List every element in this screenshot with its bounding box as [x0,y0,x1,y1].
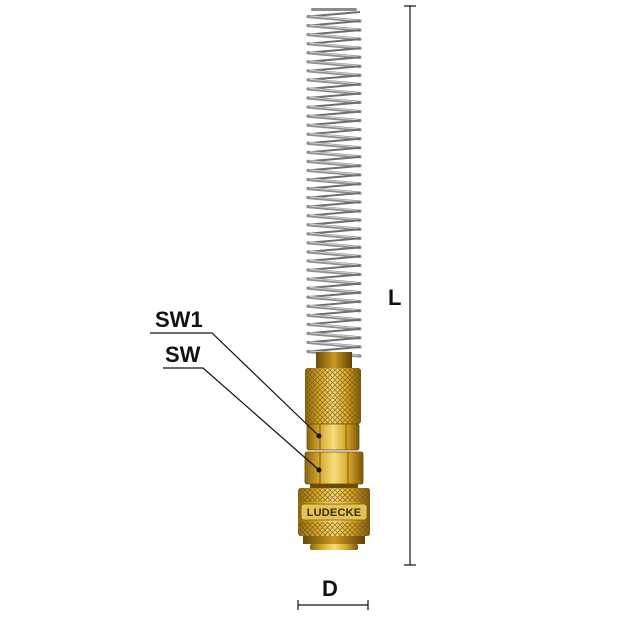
callout-sw1: SW1 [150,307,322,439]
spring-coil-highlight [309,115,359,121]
length-label: L [388,285,401,310]
spring-coil-highlight [309,232,359,239]
spring-coil-highlight [309,15,359,21]
spring-coil-highlight [309,69,359,76]
spring-coil-highlight [309,277,359,284]
spring-coil-highlight [309,51,359,58]
bottom-ring [303,536,365,544]
spring-coil-highlight [309,287,359,293]
spring-coil-highlight [309,268,359,275]
spring-coil-highlight [309,250,359,257]
spring-coil-highlight [309,323,359,329]
spring-coil-highlight [309,332,359,338]
dimension-diameter: D [297,576,369,610]
bottom-nose [310,544,358,550]
spring-coil-highlight [309,169,359,175]
spring-coil-highlight [309,223,359,230]
body-groove [310,484,358,488]
spring-coil-highlight [309,87,359,94]
spring-coil-highlight [309,42,359,49]
upper-knurl-texture [305,368,361,424]
coupling-body: LUDECKE [298,352,370,550]
brand-logo-text: LUDECKE [307,507,362,519]
spring-coil-highlight [309,142,359,148]
spring-coil-highlight [309,341,359,347]
dimension-length: L [388,5,416,566]
spring-coil-highlight [309,60,359,67]
spring-top-end [311,8,357,11]
spring-coil-highlight [309,178,359,184]
lower-knurl-top [298,488,370,502]
spring-coil-highlight [309,241,359,248]
hex-sw [304,451,364,485]
protection-spring [306,8,362,358]
spring-coil-highlight [309,105,359,112]
sw-leader-dot [316,467,322,473]
spring-coil-highlight [309,33,359,40]
sw1-label: SW1 [155,307,203,332]
spring-coil-highlight [309,96,359,103]
spring-coil-highlight [309,187,359,193]
spring-coil-highlight [309,296,359,302]
spring-coil-highlight [309,214,359,221]
spring-coil-highlight [309,124,359,130]
spring-coil-highlight [309,78,359,85]
hex-sw1 [306,423,360,451]
lower-knurl-bottom [298,522,370,536]
callout-sw: SW [163,342,322,473]
spring-coil-highlight [309,196,359,203]
sw-label: SW [165,342,201,367]
spring-coil-highlight [309,24,359,31]
sw-leader-line [163,367,320,471]
spring-coil-highlight [309,133,359,139]
spring-coil-highlight [309,314,359,320]
spring-coil-highlight [309,205,359,212]
sw1-leader-line [150,332,320,437]
spring-coil-highlight [309,151,359,157]
brand-band [300,503,368,521]
spring-coil-highlight [309,160,359,166]
coupling-neck [316,352,352,372]
sw1-leader-dot [316,433,322,439]
diameter-label: D [322,576,338,601]
spring-coil-highlight [309,305,359,311]
spring-coil-highlight [309,259,359,266]
